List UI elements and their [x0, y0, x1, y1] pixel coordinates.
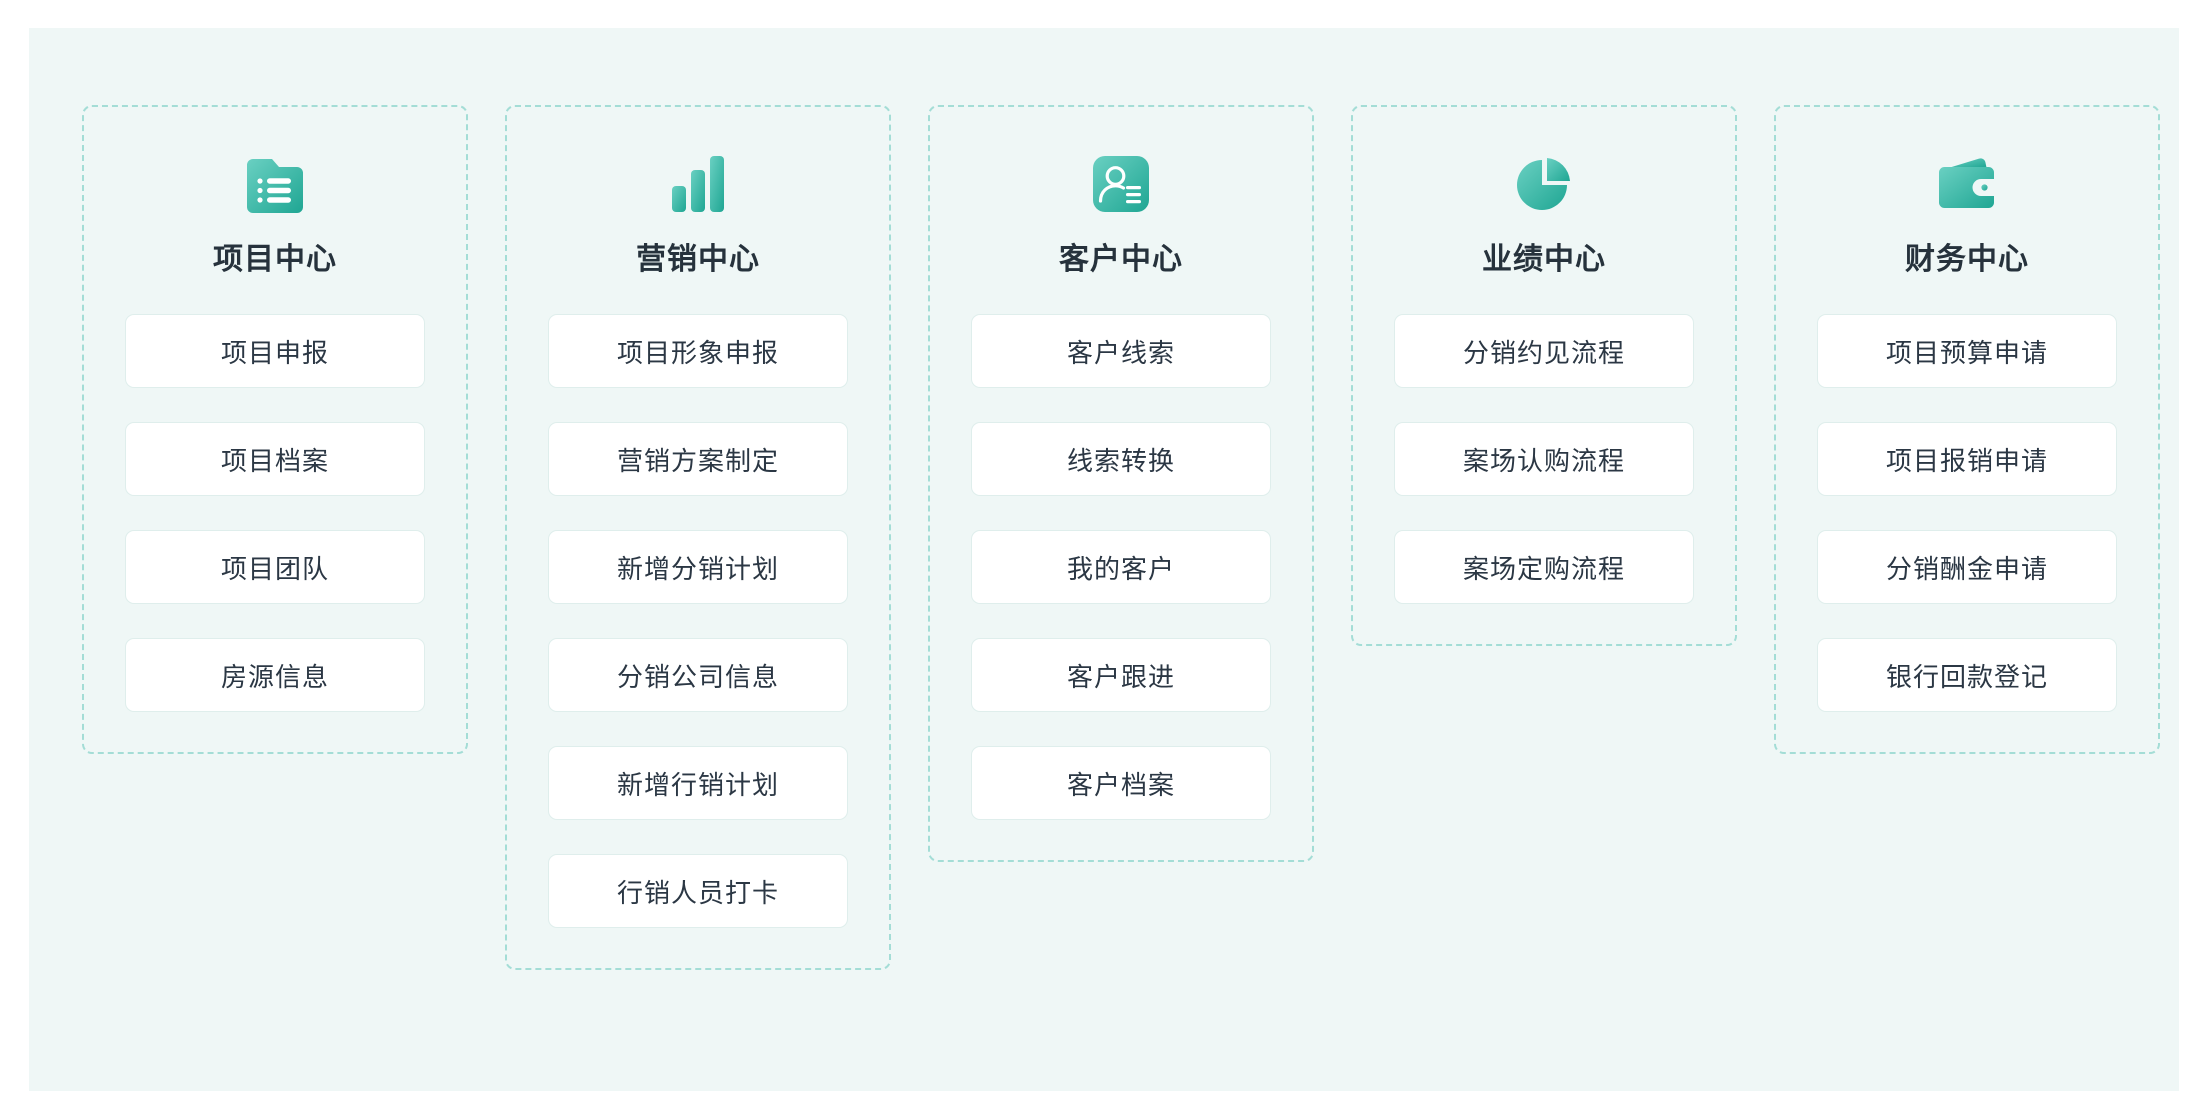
column-title: 财务中心 [1905, 243, 2029, 276]
column-project-center: 项目中心项目申报项目档案项目团队房源信息 [82, 105, 468, 754]
menu-item-card[interactable]: 分销公司信息 [548, 638, 848, 712]
menu-item-card[interactable]: 行销人员打卡 [548, 854, 848, 928]
menu-item-card[interactable]: 新增分销计划 [548, 530, 848, 604]
menu-item-card[interactable]: 分销酬金申请 [1817, 530, 2117, 604]
column-item-list: 客户线索线索转换我的客户客户跟进客户档案 [971, 314, 1271, 820]
menu-item-card[interactable]: 分销约见流程 [1394, 314, 1694, 388]
menu-item-card[interactable]: 项目团队 [125, 530, 425, 604]
column-item-list: 项目预算申请项目报销申请分销酬金申请银行回款登记 [1817, 314, 2117, 712]
menu-item-card[interactable]: 项目档案 [125, 422, 425, 496]
column-title: 营销中心 [636, 243, 760, 276]
column-title: 客户中心 [1059, 243, 1183, 276]
menu-item-card[interactable]: 房源信息 [125, 638, 425, 712]
column-item-list: 项目形象申报营销方案制定新增分销计划分销公司信息新增行销计划行销人员打卡 [548, 314, 848, 928]
pie-chart-icon [1513, 153, 1575, 215]
column-customer-center: 客户中心客户线索线索转换我的客户客户跟进客户档案 [928, 105, 1314, 862]
column-item-list: 项目申报项目档案项目团队房源信息 [125, 314, 425, 712]
center-columns: 项目中心项目申报项目档案项目团队房源信息营销中心项目形象申报营销方案制定新增分销… [29, 28, 2179, 1091]
page-background: 项目中心项目申报项目档案项目团队房源信息营销中心项目形象申报营销方案制定新增分销… [29, 28, 2179, 1091]
menu-item-card[interactable]: 案场认购流程 [1394, 422, 1694, 496]
menu-item-card[interactable]: 我的客户 [971, 530, 1271, 604]
menu-item-card[interactable]: 客户跟进 [971, 638, 1271, 712]
folder-list-icon [244, 153, 306, 215]
menu-item-card[interactable]: 项目申报 [125, 314, 425, 388]
column-title: 项目中心 [213, 243, 337, 276]
column-marketing-center: 营销中心项目形象申报营销方案制定新增分销计划分销公司信息新增行销计划行销人员打卡 [505, 105, 891, 970]
menu-item-card[interactable]: 项目预算申请 [1817, 314, 2117, 388]
column-title: 业绩中心 [1482, 243, 1606, 276]
menu-item-card[interactable]: 银行回款登记 [1817, 638, 2117, 712]
bar-chart-icon [667, 153, 729, 215]
menu-item-card[interactable]: 客户线索 [971, 314, 1271, 388]
wallet-icon [1936, 153, 1998, 215]
column-item-list: 分销约见流程案场认购流程案场定购流程 [1394, 314, 1694, 604]
menu-item-card[interactable]: 线索转换 [971, 422, 1271, 496]
menu-item-card[interactable]: 新增行销计划 [548, 746, 848, 820]
menu-item-card[interactable]: 客户档案 [971, 746, 1271, 820]
menu-item-card[interactable]: 案场定购流程 [1394, 530, 1694, 604]
menu-item-card[interactable]: 营销方案制定 [548, 422, 848, 496]
menu-item-card[interactable]: 项目形象申报 [548, 314, 848, 388]
contact-card-icon [1090, 153, 1152, 215]
menu-item-card[interactable]: 项目报销申请 [1817, 422, 2117, 496]
column-finance-center: 财务中心项目预算申请项目报销申请分销酬金申请银行回款登记 [1774, 105, 2160, 754]
column-performance-center: 业绩中心分销约见流程案场认购流程案场定购流程 [1351, 105, 1737, 646]
